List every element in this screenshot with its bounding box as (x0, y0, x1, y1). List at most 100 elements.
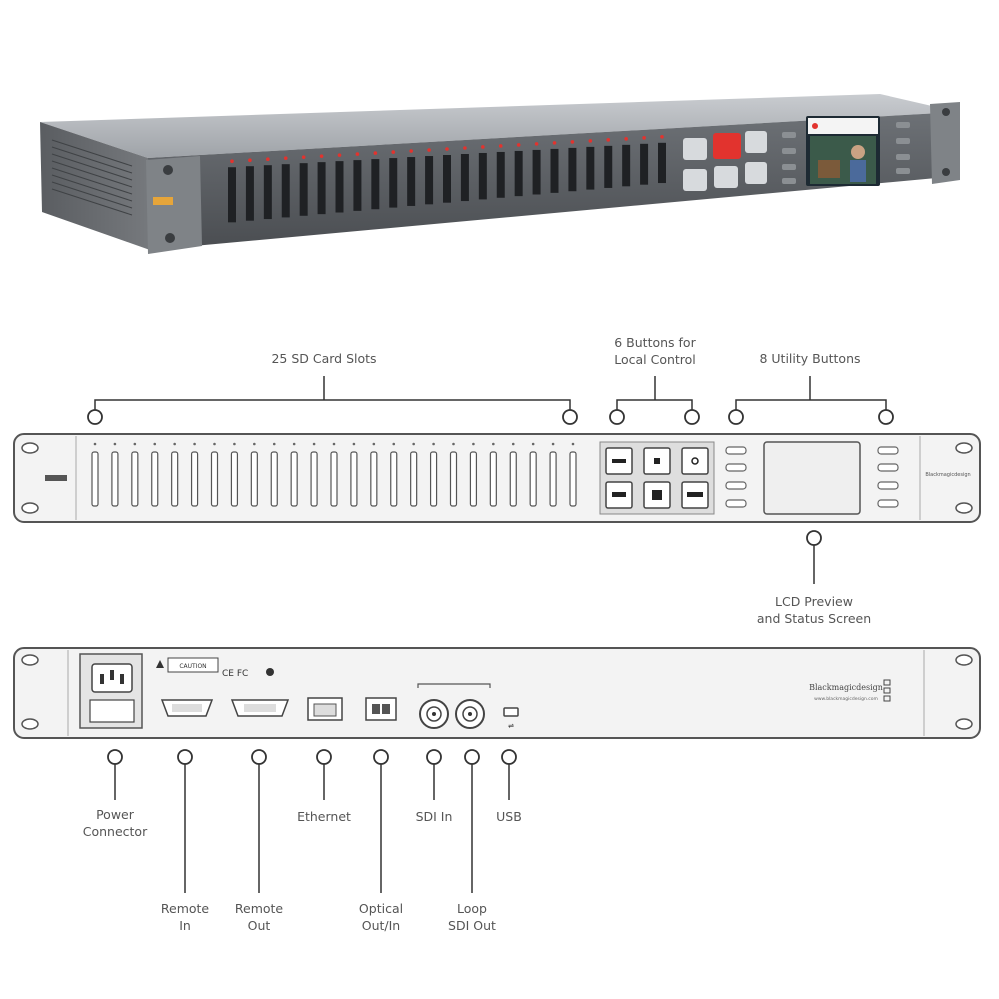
utility-buttons (725, 446, 899, 508)
front-rack-hole (21, 502, 39, 514)
photo-slot-led (409, 149, 413, 153)
photo-lcd-screen (806, 116, 880, 186)
slot-indicator-dot (193, 442, 196, 446)
ethernet-port[interactable] (307, 697, 343, 721)
slot-indicator-dot (432, 442, 435, 446)
utility-button[interactable] (725, 463, 747, 472)
sd-card-slot[interactable] (190, 451, 199, 507)
panel-diagram: Blackmagicdesign CAUTION CE FC (13, 376, 981, 893)
photo-sd-slot (263, 165, 272, 220)
callout-dots (87, 409, 894, 765)
svg-text:CAUTION: CAUTION (179, 663, 206, 670)
sd-card-slot[interactable] (330, 451, 338, 507)
sd-card-slot[interactable] (489, 451, 497, 507)
rack-ear-right (930, 102, 960, 184)
label-utility-buttons: 8 Utility Buttons (759, 351, 861, 366)
photo-slot-led (534, 142, 539, 146)
photo-slot-led (355, 152, 360, 156)
sd-card-slot[interactable] (131, 451, 139, 507)
remote-in-port[interactable] (160, 699, 214, 717)
photo-slot-led (391, 150, 396, 154)
front-rack-hole (955, 502, 973, 514)
brand-logo-icon (883, 679, 891, 702)
slot-indicator-dot (292, 442, 296, 446)
sd-card-slot[interactable] (91, 451, 99, 507)
photo-slot-led (283, 156, 288, 160)
sd-card-slot[interactable] (509, 451, 517, 507)
photo-slot-led (588, 139, 593, 143)
photo-slot-led (463, 146, 467, 150)
sd-card-slot[interactable] (390, 451, 398, 507)
photo-sd-slot (335, 161, 344, 213)
utility-button[interactable] (725, 446, 747, 455)
optical-port[interactable] (365, 697, 397, 721)
sd-card-slot[interactable] (270, 451, 278, 507)
callout-lines (94, 376, 887, 893)
sd-card-slot[interactable] (171, 451, 179, 507)
photo-sd-slot (228, 167, 236, 223)
sd-card-slot[interactable] (290, 451, 298, 507)
sdi-in-port[interactable] (419, 699, 449, 729)
slot-indicator-dot (332, 442, 336, 446)
utility-button[interactable] (877, 481, 899, 490)
photo-sd-slot (425, 156, 434, 205)
sd-card-slot[interactable] (549, 451, 557, 507)
sd-card-slot[interactable] (250, 451, 258, 507)
sd-card-slot[interactable] (529, 451, 537, 507)
usb-port[interactable] (503, 707, 519, 717)
side-vents (51, 139, 133, 216)
label-optical: Optical Out/In (358, 901, 404, 933)
utility-button[interactable] (725, 499, 747, 508)
sd-card-slot[interactable] (569, 451, 577, 507)
photo-slot-led (516, 143, 521, 147)
photo-slot-led (266, 157, 270, 161)
slot-indicator-dot (571, 442, 575, 446)
photo-slot-led (301, 155, 306, 159)
photo-sd-slot (245, 166, 254, 221)
utility-button[interactable] (877, 446, 899, 455)
utility-button[interactable] (877, 499, 899, 508)
photo-sd-slot (371, 159, 380, 210)
photo-slot-led (570, 140, 575, 144)
photo-sd-slot (281, 164, 290, 218)
sd-card-slot[interactable] (350, 451, 358, 507)
loop-sdi-out-port[interactable] (455, 699, 485, 729)
slot-indicator-dot (153, 442, 157, 446)
photo-sd-slot (568, 147, 577, 192)
slot-indicator-dot (531, 442, 535, 446)
power-connector[interactable] (79, 653, 143, 729)
sd-card-slot[interactable] (151, 451, 159, 507)
product-photo (40, 94, 960, 254)
label-remote-out: Remote Out (234, 901, 284, 933)
sd-card-slot[interactable] (449, 451, 458, 507)
front-model-badge (45, 475, 67, 481)
photo-slot-led (337, 153, 342, 157)
sd-card-slot[interactable] (370, 451, 378, 507)
photo-sd-slot (622, 144, 631, 187)
photo-sd-slot (658, 142, 666, 184)
front-rack-hole (21, 442, 39, 454)
slot-indicator-dot (113, 442, 117, 446)
remote-out-port[interactable] (230, 699, 290, 717)
photo-slot-led (481, 145, 485, 149)
sd-card-slot[interactable] (410, 451, 418, 507)
sd-card-slot[interactable] (210, 451, 219, 507)
photo-slot-led (642, 136, 646, 140)
photo-slot-led (230, 159, 234, 164)
photo-sd-slot (514, 150, 523, 197)
sd-card-slot[interactable] (111, 451, 119, 507)
control-button[interactable] (681, 447, 709, 475)
slot-indicator-dot (213, 442, 216, 446)
sd-card-slot[interactable] (469, 451, 478, 507)
sd-card-slot[interactable] (429, 451, 438, 507)
photo-slot-led (552, 141, 557, 145)
sd-card-slot[interactable] (230, 451, 239, 507)
sd-card-slot[interactable] (310, 451, 318, 507)
photo-sd-slot (496, 151, 505, 198)
photo-sd-slot (604, 145, 613, 188)
slot-indicator-dot (352, 442, 356, 446)
slot-indicator-dot (253, 442, 256, 446)
utility-button[interactable] (725, 481, 747, 490)
rear-rack-hole (21, 718, 39, 730)
utility-button[interactable] (877, 463, 899, 472)
